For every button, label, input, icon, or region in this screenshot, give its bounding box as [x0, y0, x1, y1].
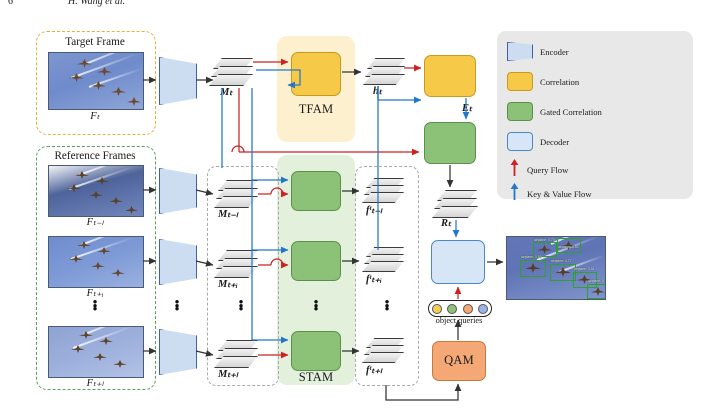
detection-label-1: airplane: 0.79: [534, 238, 555, 242]
decoder-module[interactable]: [431, 240, 485, 284]
feature-stack-ft+i: [362, 247, 408, 273]
legend-label-key-value-flow: Key & Value Flow: [527, 189, 592, 199]
object-query-dot-1: [431, 303, 442, 314]
legend-label-query-flow: Query Flow: [527, 165, 569, 175]
feature-stack-ft-L: [362, 178, 408, 204]
label-Et: Eₜ: [462, 103, 473, 114]
object-queries-pill[interactable]: [428, 300, 492, 317]
reference-memory-group: [207, 166, 279, 386]
feature-stack-Mt-L: [214, 180, 260, 208]
stam-ellipsis: •••: [313, 294, 319, 316]
legend-label-decoder: Decoder: [540, 136, 570, 147]
feature-stack-Mt: [209, 58, 255, 86]
stam-gated-module-1[interactable]: [291, 171, 341, 211]
label-ft+i: fᵗₜ₊ᵢ: [366, 274, 382, 285]
legend-label-gated-correlation: Gated Correlation: [540, 106, 602, 117]
feature-stack-ht: [363, 58, 409, 86]
legend-panel: Encoder Correlation Gated Correlation De…: [497, 31, 693, 200]
legend-item-encoder: Encoder: [507, 42, 569, 61]
target-frame-thumbnail: [48, 52, 144, 110]
legend-item-query-flow: Query Flow: [509, 159, 568, 181]
detection-label-2: airplane: 0.83: [558, 245, 579, 249]
blue-up-arrow-icon: [509, 183, 520, 205]
feature-stack-Mt+i: [214, 250, 260, 278]
wire-Mt-kv-to-tfam: [256, 69, 301, 89]
gated-correlation-module-right[interactable]: [424, 122, 476, 164]
legend-item-correlation: Correlation: [507, 72, 579, 91]
gated-correlation-box-icon: [507, 102, 533, 121]
reference-frame-caption-2: Fₜ₊ᵢ: [86, 288, 104, 299]
encoder-target: [159, 57, 197, 105]
detection-label-3: airplane: 0.89: [521, 255, 542, 259]
label-Mt: Mₜ: [220, 87, 233, 98]
decoder-box-icon: [507, 132, 533, 151]
detection-label-6: airplane: 0.75: [588, 279, 605, 283]
detection-box-6: [587, 284, 605, 299]
object-query-dot-4: [478, 303, 489, 314]
reference-frame-caption-1: Fₜ₋ₗ: [86, 217, 104, 228]
wire-features-to-qam: [385, 383, 462, 401]
stam-label: STAM: [298, 370, 334, 384]
legend-item-key-value-flow: Key & Value Flow: [509, 183, 592, 205]
detection-box-5: [573, 272, 597, 288]
target-frame-title: Target Frame: [65, 36, 125, 48]
label-Mt+i: Mₜ₊ᵢ: [218, 279, 238, 290]
target-frame-caption: Fₜ: [90, 111, 100, 122]
tfam-correlation-module[interactable]: [291, 52, 341, 96]
qam-label: QAM: [444, 353, 474, 367]
legend-item-gated-correlation: Gated Correlation: [507, 102, 602, 121]
encoder-reference-3: [159, 329, 197, 375]
reference-memory-ellipsis: •••: [238, 294, 244, 316]
object-query-dot-3: [462, 303, 473, 314]
encoder-reference-2: [159, 239, 197, 285]
reference-frames-title: Reference Frames: [54, 150, 136, 162]
reference-frame-caption-3: Fₜ₊ₗ: [86, 378, 104, 389]
feature-stack-ft+L: [362, 338, 408, 364]
reference-frames-ellipsis: •••: [92, 294, 98, 316]
reference-frame-thumbnail-1: [48, 165, 144, 217]
detection-output-image: airplane: 0.79 airplane: 0.83 airplane: …: [506, 236, 606, 300]
label-ft-L: fᵗₜ₋ₗ: [366, 205, 382, 216]
legend-label-correlation: Correlation: [540, 76, 580, 87]
detection-label-4: airplane: 0.77: [551, 259, 572, 263]
correlation-box-icon: [507, 72, 533, 91]
detection-box-2: [557, 238, 581, 253]
label-Mt+L: Mₜ₊ₗ: [218, 369, 238, 380]
stam-output-ellipsis: •••: [384, 294, 390, 316]
tfam-label: TFAM: [298, 102, 334, 116]
page-running-head: 6 H. Wang et al.: [0, 0, 701, 10]
detection-box-3: [520, 260, 546, 277]
stam-gated-module-2[interactable]: [291, 241, 341, 281]
label-Mt-L: Mₜ₋ₗ: [218, 209, 238, 220]
feature-stack-Rt: [432, 190, 482, 218]
encoder-ellipsis: •••: [174, 294, 180, 316]
reference-frame-thumbnail-2: [48, 236, 144, 288]
stam-gated-module-3[interactable]: [291, 331, 341, 371]
stam-output-group: [355, 166, 419, 386]
label-Rt: Rₜ: [441, 218, 452, 229]
feature-stack-Mt+L: [214, 340, 260, 368]
legend-item-decoder: Decoder: [507, 132, 569, 151]
red-up-arrow-icon: [509, 159, 520, 181]
header-authors: H. Wang et al.: [68, 0, 126, 7]
reference-frames-group: [36, 146, 156, 390]
correlation-module-right[interactable]: [424, 55, 476, 97]
page-number: 6: [8, 0, 13, 7]
object-query-dot-2: [447, 303, 458, 314]
detection-box-1: [533, 242, 557, 257]
detection-label-5: airplane: 0.81: [574, 267, 595, 271]
legend-label-encoder: Encoder: [540, 46, 569, 57]
reference-frame-thumbnail-3: [48, 326, 144, 378]
qam-module[interactable]: [432, 341, 486, 381]
label-ft+L: fᵗₜ₊ₗ: [366, 365, 382, 376]
